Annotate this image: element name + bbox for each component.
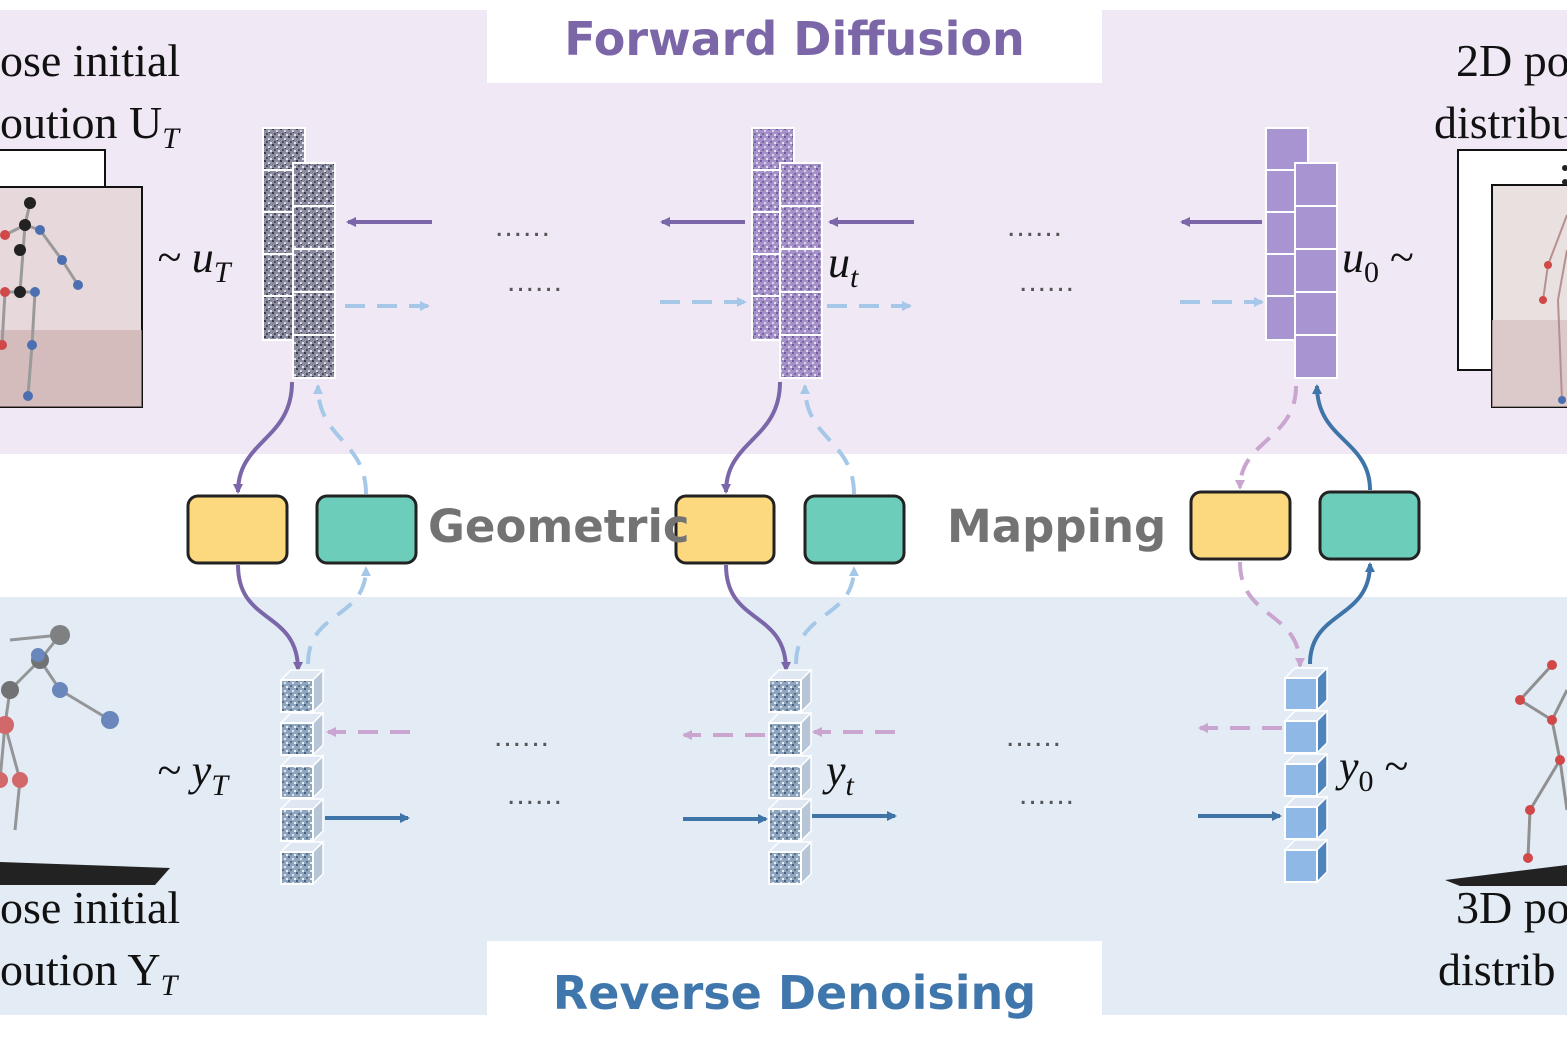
yt-cube: [767, 754, 813, 800]
yellow-to-y0-dashed: [1238, 561, 1305, 668]
yt-cube: [767, 711, 813, 757]
y0-cube: [1283, 666, 1329, 712]
ut-label: ut: [828, 238, 859, 294]
y0-cube: [1283, 709, 1329, 755]
ellipsis-bottom-1a: ......: [494, 720, 551, 753]
u0-front-column: [1294, 162, 1338, 379]
u0-token-stack: [1265, 127, 1338, 379]
u0-label: u0 ~: [1342, 233, 1414, 289]
teal-to-u0-curve: [1312, 384, 1372, 491]
yellow-box-1: [186, 494, 289, 565]
teal-to-ut-dashed: [800, 384, 856, 495]
geometric-label: Geometric: [428, 500, 690, 553]
yellow-to-yt-curve: [724, 564, 791, 672]
yT-cube: [279, 840, 325, 886]
bottom-left-distribution-label: ose initial oution YT: [0, 882, 181, 1003]
yt-cube: [767, 840, 813, 886]
yT-cube: [279, 797, 325, 843]
yT-cube: [279, 711, 325, 757]
yT-cube-stack: [279, 668, 325, 886]
yT-cube: [279, 754, 325, 800]
ellipsis-top-2a: ......: [1007, 210, 1064, 243]
top-right-pose-image: [1457, 149, 1567, 408]
top-right-distribution-label: 2D po distribu: [1434, 35, 1567, 148]
y0-cube: [1283, 795, 1329, 841]
y0-cube: [1283, 752, 1329, 798]
ellipsis-bottom-1b: ......: [507, 778, 564, 811]
yt-cube-stack: [767, 668, 813, 886]
ellipsis-top-2b: ......: [1019, 265, 1076, 298]
reverse-dashed-arrows: [326, 723, 1282, 740]
ut-front-column: [779, 162, 823, 379]
uT-token-stack: [262, 127, 336, 379]
teal-box-3: [1318, 490, 1421, 561]
y0-label: y0 ~: [1339, 742, 1409, 798]
forward-diffusion-title: Forward Diffusion: [487, 8, 1102, 83]
y0-cube: [1283, 838, 1329, 884]
bottom-left-floor: [0, 862, 170, 885]
y0-to-teal-curve: [1308, 562, 1375, 665]
yellow-box-3: [1189, 490, 1292, 561]
y0-cube-stack: [1283, 666, 1329, 884]
ellipsis-bottom-2b: ......: [1019, 778, 1076, 811]
yT-label: ~ yT: [157, 746, 229, 802]
teal-to-uT-dashed: [313, 384, 368, 495]
yt-cube: [767, 668, 813, 714]
u0-to-yellow-dashed: [1235, 385, 1298, 490]
bottom-right-3d-pose: [1515, 660, 1567, 884]
yT-to-teal-dashed: [306, 566, 371, 665]
teal-box-2: [803, 494, 906, 565]
yt-cube: [767, 797, 813, 843]
ut-to-yellow-curve: [721, 381, 782, 494]
uT-front-column: [292, 162, 336, 379]
ut-token-stack: [751, 127, 823, 379]
yt-to-teal-dashed: [794, 566, 859, 665]
yellow-to-yT-curve: [236, 564, 303, 672]
forward-dashed-arrows: [345, 297, 1264, 311]
yt-label: yt: [826, 746, 854, 802]
bottom-left-3d-pose: [0, 625, 119, 831]
ellipsis-top-1a: ......: [495, 210, 552, 243]
top-left-pose-image: [0, 149, 143, 408]
ellipsis-top-1b: ......: [507, 265, 564, 298]
ellipsis-bottom-2a: ......: [1006, 720, 1063, 753]
yellow-box-2: [674, 494, 776, 565]
bottom-right-floor: [1445, 865, 1567, 886]
mapping-label: Mapping: [947, 500, 1167, 553]
reverse-denoising-title: Reverse Denoising: [487, 941, 1102, 1021]
uT-to-yellow-curve: [233, 381, 294, 494]
bottom-right-distribution-label: 3D po distrib: [1438, 882, 1567, 995]
uT-label: ~ uT: [157, 233, 231, 289]
teal-box-1: [315, 494, 418, 565]
top-left-distribution-label: ose initial oution UT: [0, 35, 181, 156]
yT-cube: [279, 668, 325, 714]
reverse-solid-arrows: [325, 811, 1282, 824]
